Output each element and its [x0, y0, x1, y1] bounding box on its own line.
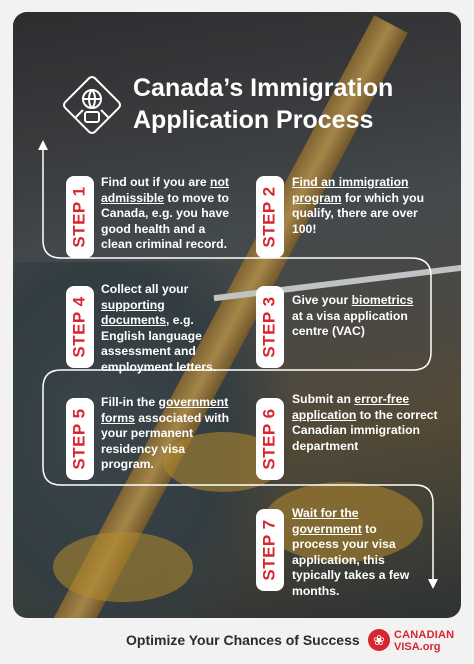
step-4-text: Collect all your supporting documents, e…: [101, 282, 217, 374]
step-1-text: Find out if you are not admissible to mo…: [101, 175, 230, 251]
step-4-badge: STEP 4: [66, 286, 94, 368]
logo-line-1: CANADIAN: [394, 629, 455, 641]
step-4-link[interactable]: supporting documents: [101, 297, 167, 328]
globe-person-icon: [62, 75, 122, 135]
title-line-1: Canada’s Immigration: [133, 74, 394, 102]
footer: Optimize Your Chances of Success: [0, 618, 474, 664]
step-3-link[interactable]: biometrics: [351, 293, 414, 307]
maple-leaf-icon: ❀: [368, 629, 390, 651]
infographic-card: Canada’s Immigration Application Process…: [13, 12, 461, 618]
header: Canada’s Immigration Application Process: [61, 70, 451, 140]
footer-tagline: Optimize Your Chances of Success: [126, 632, 360, 648]
step-7-badge: STEP 7: [256, 509, 284, 591]
step-2-text: Find an immigration program for which yo…: [292, 175, 425, 236]
step-7-text: Wait for the government to process your …: [292, 506, 410, 598]
step-3-label: STEP 3: [260, 296, 279, 358]
step-7-link[interactable]: Wait for the government: [292, 506, 362, 536]
background-foliage: [263, 482, 423, 562]
canadian-visa-logo[interactable]: ❀ CANADIAN VISA.org: [368, 628, 458, 658]
step-1-label: STEP 1: [70, 186, 89, 248]
step-2-label: STEP 2: [260, 186, 279, 248]
step-1-badge: STEP 1: [66, 176, 94, 258]
background-foliage: [53, 532, 193, 602]
flow-path: [38, 140, 438, 589]
step-5-text: Fill-in the government forms associated …: [101, 395, 230, 471]
step-2-link[interactable]: Find an immigration program: [292, 175, 409, 205]
step-3-badge: STEP 3: [256, 286, 284, 368]
step-5-badge: STEP 5: [66, 398, 94, 480]
step-1-link[interactable]: not admissible: [101, 175, 229, 205]
step-4-label: STEP 4: [70, 296, 89, 358]
step-2-badge: STEP 2: [256, 176, 284, 258]
logo-line-2: VISA.org: [394, 641, 441, 653]
step-6-text: Submit an error-free application to the …: [292, 392, 438, 453]
step-6-link[interactable]: error-free application: [292, 392, 410, 422]
step-6-label: STEP 6: [260, 408, 279, 470]
step-6-badge: STEP 6: [256, 398, 284, 480]
step-5-label: STEP 5: [70, 408, 89, 470]
title-line-2: Application Process: [133, 106, 374, 134]
page-title: Canada’s Immigration Application Process: [133, 72, 393, 136]
step-3-text: Give your biometrics at a visa applicati…: [292, 293, 414, 338]
step-5-link[interactable]: government forms: [101, 395, 229, 425]
step-7-label: STEP 7: [260, 519, 279, 581]
